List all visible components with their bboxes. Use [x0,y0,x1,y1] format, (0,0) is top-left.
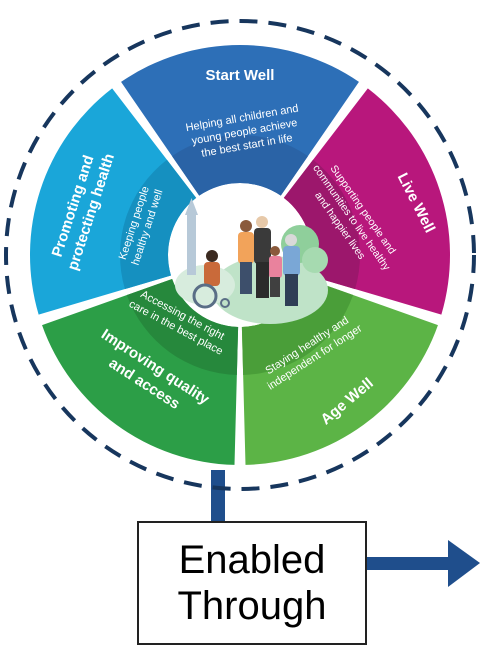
child-head-icon [270,246,280,256]
person-head-icon-3 [285,234,297,246]
promoting-inner-band [120,159,197,290]
person-head-icon [240,220,252,232]
child-body-icon [269,256,282,278]
through-label: Through [177,584,327,628]
center-illustration [170,185,328,325]
wheelchair-user-body-icon [204,262,220,286]
person-body-icon-3 [283,246,300,276]
dashed-boundary [4,19,476,491]
age-well-inner-band [241,279,354,375]
wheelchair-user-head-icon [206,250,218,262]
enabled-through-box: Enabled Through [137,521,367,645]
child-legs-icon [270,277,280,297]
person-legs-icon-3 [285,274,298,306]
wheelchair-small-wheel-icon [220,298,230,308]
person-body-icon-2 [254,228,271,264]
arrow-shaft [367,557,452,570]
arrow-right-icon [448,540,480,587]
live-well-inner-band [283,159,360,290]
church-tower-icon [187,215,196,275]
start-well-title: Start Well [206,67,275,84]
person-legs-icon [240,262,252,294]
person-head-icon-2 [256,216,268,228]
tree-icon-2 [302,247,328,273]
person-legs-icon-2 [256,262,269,298]
start-well-inner-band [172,134,308,196]
enabled-label: Enabled [178,538,326,582]
person-body-icon [238,232,254,264]
vertical-connector [211,470,225,522]
church-spire-icon [185,198,198,215]
segments-group [29,45,451,465]
wheelchair-wheel-icon [192,283,218,309]
improving-inner-band [126,279,239,375]
